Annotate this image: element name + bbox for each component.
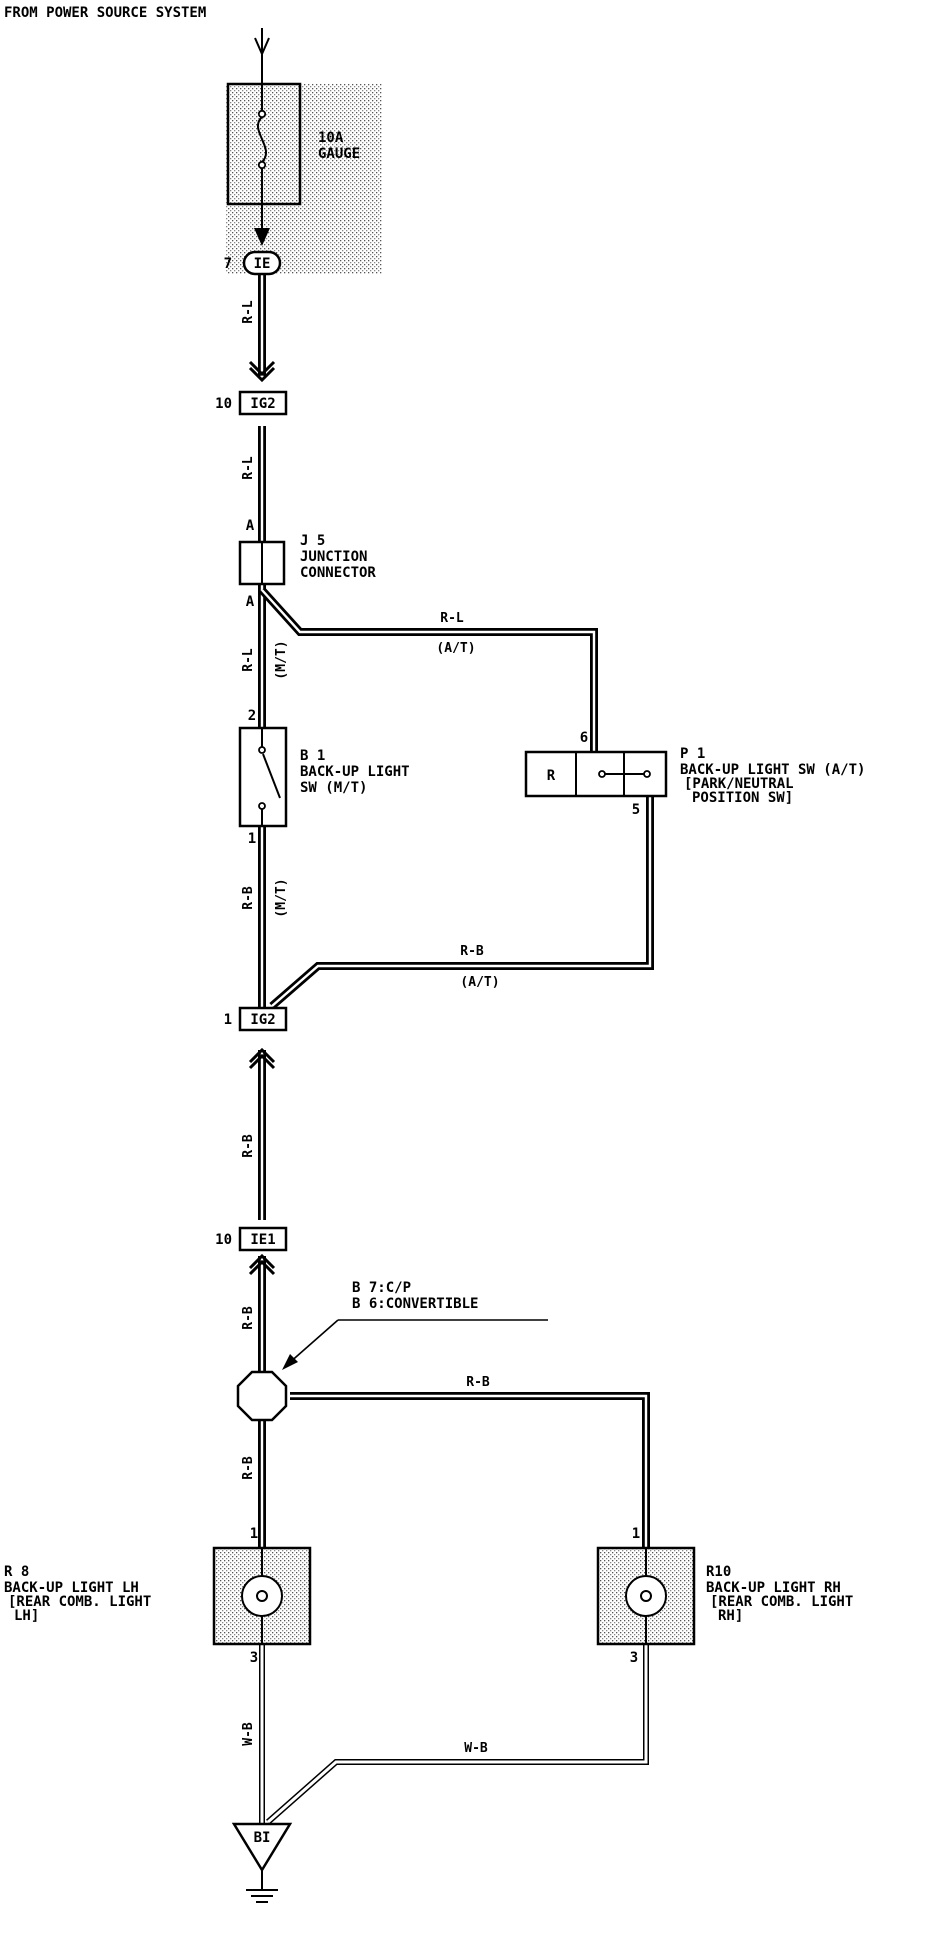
connector-ig2-mid: IG2 — [238, 1006, 288, 1032]
junction-line2: CONNECTOR — [300, 565, 376, 581]
wire-label-rb-h: R-B — [460, 944, 484, 959]
connector-ig2-top-code: IG2 — [250, 396, 275, 412]
power-source-label: FROM POWER SOURCE SYSTEM — [4, 5, 206, 21]
wire-label-mt-1: (M/T) — [274, 640, 289, 679]
lamp-rh-pin-bottom: 3 — [630, 1650, 638, 1666]
switch-at-line1: BACK-UP LIGHT SW (A/T) — [680, 762, 865, 778]
lamp-rh-pin-top: 1 — [632, 1526, 640, 1542]
splice-point — [236, 1370, 288, 1422]
wire-label-rb-3: R-B — [241, 1306, 256, 1330]
wire-label-wb-h: W-B — [464, 1741, 488, 1756]
switch-at-id: P 1 — [680, 746, 705, 762]
lamp-lh-bulb-icon — [241, 1548, 283, 1644]
connector-ie-pin: 7 — [224, 256, 232, 272]
switch-mt-pin-bottom: 1 — [248, 831, 256, 847]
connector-ie1: IE1 — [238, 1226, 288, 1252]
wire-label-rl-h: R-L — [440, 611, 464, 626]
wire-label-rl-3: R-L — [241, 648, 256, 672]
chevron-arrows — [248, 360, 276, 1276]
switch-mt-id: B 1 — [300, 748, 325, 764]
switch-mt-line1: BACK-UP LIGHT — [300, 764, 410, 780]
wire-label-at-2: (A/T) — [460, 975, 499, 990]
ie-arrow — [254, 228, 270, 246]
lamp-rh-line3: RH] — [718, 1608, 743, 1624]
lamp-rh-line2: [REAR COMB. LIGHT — [710, 1594, 853, 1610]
splice-pointer-arrow — [282, 1319, 548, 1370]
ground-connector-bi: BI — [231, 1822, 293, 1873]
wire-label-wb-1: W-B — [241, 1722, 256, 1746]
ground-icon — [246, 1870, 278, 1903]
lamp-lh-line1: BACK-UP LIGHT LH — [4, 1580, 139, 1596]
lamp-rh-line1: BACK-UP LIGHT RH — [706, 1580, 841, 1596]
wire-label-rb-h2: R-B — [466, 1375, 490, 1390]
connector-ie-code: IE — [254, 256, 271, 272]
connector-ig2-top-pin: 10 — [215, 396, 232, 412]
junction-pin-top: A — [246, 518, 255, 534]
connector-ie1-pin: 10 — [215, 1232, 232, 1248]
lamp-lh-id: R 8 — [4, 1564, 29, 1580]
switch-mt-pin-top: 2 — [248, 708, 256, 724]
junction-id: J 5 — [300, 533, 325, 549]
main-wire-group — [258, 274, 654, 1825]
fuse-name: GAUGE — [318, 146, 360, 162]
wire-label-rb-4: R-B — [241, 1456, 256, 1480]
switch-at-line3: POSITION SW] — [692, 790, 793, 806]
switch-at-line2: [PARK/NEUTRAL — [684, 776, 794, 792]
lamp-lh-line3: LH] — [14, 1608, 39, 1624]
connector-ig2-top: IG2 — [238, 390, 288, 416]
ground-connector-code: BI — [254, 1830, 271, 1846]
switch-at-cell-label: R — [547, 768, 556, 784]
connector-ie1-code: IE1 — [250, 1232, 275, 1248]
connector-ig2-mid-code: IG2 — [250, 1012, 275, 1028]
splice-note-line2: B 6:CONVERTIBLE — [352, 1296, 478, 1312]
fuse-symbol — [256, 84, 268, 228]
fuse-rating: 10A — [318, 130, 344, 146]
wire-label-mt-2: (M/T) — [274, 878, 289, 917]
switch-mt-symbol — [258, 728, 281, 826]
junction-pin-bottom: A — [246, 594, 255, 610]
lamp-lh-line2: [REAR COMB. LIGHT — [8, 1594, 151, 1610]
wire-label-rb-1: R-B — [241, 886, 256, 910]
lamp-lh-pin-bottom: 3 — [250, 1650, 258, 1666]
switch-at-pin-top: 6 — [580, 730, 588, 746]
lamp-rh-bulb-icon — [625, 1548, 667, 1644]
splice-note-line1: B 7:C/P — [352, 1280, 411, 1296]
wire-label-at-1: (A/T) — [436, 641, 475, 656]
junction-line1: JUNCTION — [300, 549, 367, 565]
switch-at-pin-bottom: 5 — [632, 802, 640, 818]
connector-ig2-mid-pin: 1 — [224, 1012, 232, 1028]
connector-ie: IE — [242, 250, 282, 276]
lamp-lh-pin-top: 1 — [250, 1526, 258, 1542]
power-input-arrow — [254, 28, 270, 84]
wire-label-rl-1: R-L — [241, 300, 256, 324]
wire-label-rl-2: R-L — [241, 456, 256, 480]
switch-at-symbol — [598, 770, 651, 778]
lamp-rh-id: R10 — [706, 1564, 731, 1580]
wire-label-rb-2: R-B — [241, 1134, 256, 1158]
switch-mt-line2: SW (M/T) — [300, 780, 367, 796]
